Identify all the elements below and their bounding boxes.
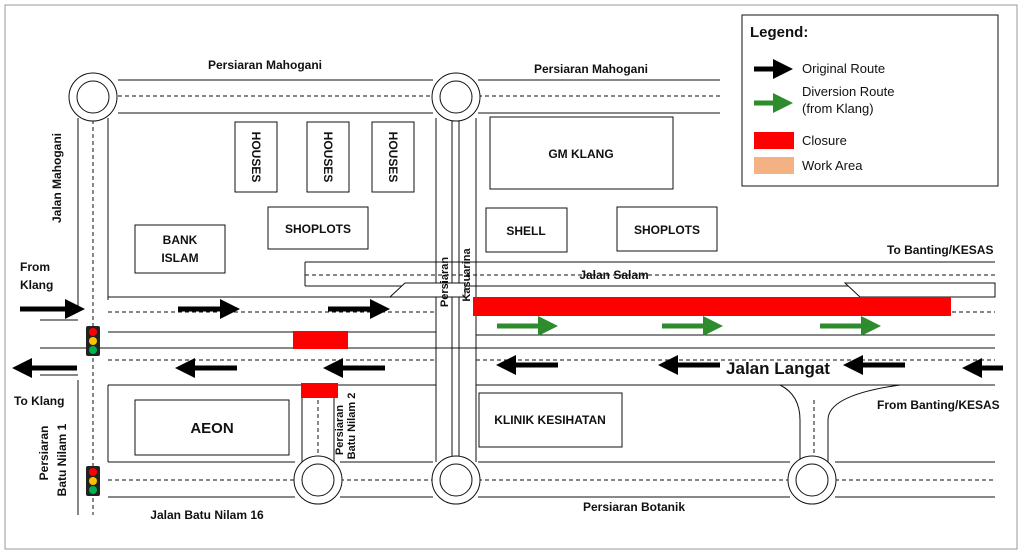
road-label-persiaran-botanik: Persiaran Botanik <box>583 500 685 514</box>
road-label-jalan-salam: Jalan Salam <box>579 268 648 282</box>
jalan-mahogani-road <box>77 118 109 515</box>
bank-islam-block <box>134 224 226 274</box>
legend-diversion-route-label-2: (from Klang) <box>802 101 874 116</box>
road-label-mahogani-right: Persiaran Mahogani <box>534 62 648 76</box>
klinik-block <box>478 392 623 448</box>
road-label-batu-nilam-16: Jalan Batu Nilam 16 <box>150 508 264 522</box>
roundabout-bottom-middle <box>431 455 481 505</box>
shoplots-left-label: SHOPLOTS <box>285 222 351 236</box>
shell-label: SHELL <box>506 224 545 238</box>
houses-block-3 <box>371 121 415 193</box>
persiaran-mahogani-road <box>118 79 720 114</box>
persiaran-botanik-road <box>108 461 995 498</box>
legend: Legend: Original Route Diversion Route (… <box>741 14 999 187</box>
klinik-label: KLINIK KESIHATAN <box>494 413 606 427</box>
road-label-batu-nilam-2-a: Persiaran <box>334 405 346 455</box>
original-route-arrows <box>12 299 1003 378</box>
bank-islam-label-1: BANK <box>163 233 198 247</box>
batu-nilam-2-road <box>301 397 335 462</box>
gm-klang-label: GM KLANG <box>548 147 613 161</box>
shoplots-right-block <box>616 206 718 252</box>
traffic-light-icon <box>86 466 100 496</box>
closure-batu-nilam-2 <box>301 383 338 398</box>
legend-work-area-swatch <box>754 157 794 174</box>
legend-closure-label: Closure <box>802 133 847 148</box>
legend-diversion-route-label-1: Diversion Route <box>802 84 895 99</box>
roundabout-bottom-left <box>293 455 343 505</box>
gm-klang-block <box>489 116 674 190</box>
closure-jalan-langat-lane <box>293 331 348 349</box>
roundabout-top-middle <box>431 72 481 122</box>
to-klang-label: To Klang <box>14 394 64 408</box>
jalan-salam-road <box>304 261 996 298</box>
roundabout-top-left <box>68 72 118 122</box>
road-label-batu-nilam-2-b: Batu Nilam 2 <box>346 393 358 460</box>
road-label-jalan-langat: Jalan Langat <box>726 359 830 378</box>
houses-label-1: HOUSES <box>249 132 263 183</box>
shoplots-right-label: SHOPLOTS <box>634 223 700 237</box>
shoplots-left-block <box>267 206 369 250</box>
legend-work-area-label: Work Area <box>802 158 863 173</box>
aeon-block <box>134 399 290 456</box>
houses-label-3: HOUSES <box>386 132 400 183</box>
legend-title: Legend: <box>750 24 808 41</box>
traffic-light-icon <box>86 326 100 356</box>
botanik-link-road <box>779 384 901 462</box>
shell-block <box>485 207 568 253</box>
legend-closure-swatch <box>754 132 794 149</box>
from-klang-label-2: Klang <box>20 278 53 292</box>
houses-label-2: HOUSES <box>321 132 335 183</box>
road-label-mahogani-left: Persiaran Mahogani <box>208 58 322 72</box>
from-klang-label-1: From <box>20 260 50 274</box>
houses-block-1 <box>234 121 278 193</box>
aeon-label: AEON <box>190 420 233 437</box>
bank-islam-label-2: ISLAM <box>161 251 198 265</box>
legend-original-route-label: Original Route <box>802 61 885 76</box>
road-label-kasuarina-2: Kasuarina <box>461 248 473 302</box>
roundabout-bottom-right <box>787 455 837 505</box>
closure-jalan-langat-main <box>473 297 951 316</box>
road-label-batu-nilam-1-a: Persiaran <box>37 426 51 481</box>
houses-block-2 <box>306 121 350 193</box>
road-label-batu-nilam-1-b: Batu Nilam 1 <box>55 423 69 496</box>
to-banting-label: To Banting/KESAS <box>887 243 993 257</box>
road-label-jalan-mahogani: Jalan Mahogani <box>50 133 64 223</box>
from-banting-label: From Banting/KESAS <box>877 398 1000 412</box>
road-label-kasuarina-1: Persiaran <box>439 257 451 307</box>
